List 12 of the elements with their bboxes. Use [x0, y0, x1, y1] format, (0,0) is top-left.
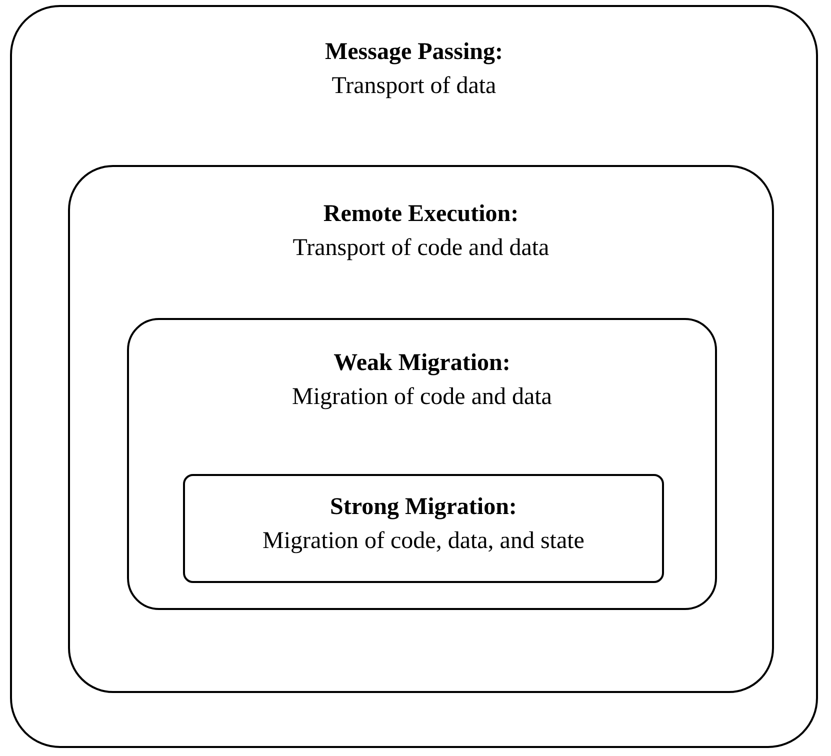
box-description: Transport of data — [332, 72, 496, 101]
box-heading: Message Passing: — [325, 38, 503, 67]
box-heading: Remote Execution: — [323, 200, 519, 229]
box-description: Transport of code and data — [292, 234, 550, 263]
rounded-box — [183, 474, 664, 583]
rounded-box — [127, 318, 717, 610]
box-description: Migration of code and data — [292, 383, 552, 412]
rounded-box — [68, 165, 774, 693]
rounded-box — [10, 5, 818, 748]
box-heading: Strong Migration: — [330, 493, 517, 522]
box-heading: Weak Migration: — [334, 349, 510, 378]
box-description: Migration of code, data, and state — [262, 527, 584, 556]
